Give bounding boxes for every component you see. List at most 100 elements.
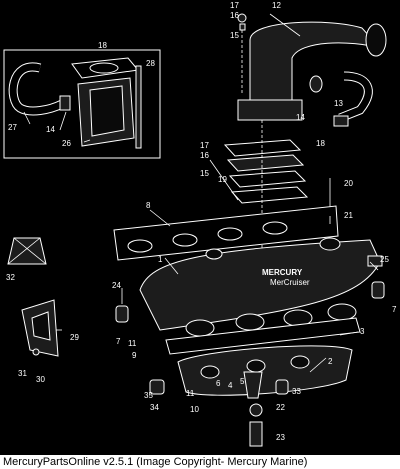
gasket-19 [228,170,307,188]
gasket-port-4 [262,221,288,235]
plug-33 [275,379,289,395]
exhaust-gasket-3 [165,317,361,355]
manifold-flange-2 [235,313,265,331]
fitting-23 [249,421,263,447]
callout-31: 31 [18,369,27,378]
hose-13-inner [338,72,372,122]
callout-33: 33 [292,387,301,396]
callout-24: 24 [112,281,121,290]
manifold-port-front [205,248,223,260]
water-jacket-2 [177,345,353,396]
elbow-flange [237,99,303,121]
jacket-port-2 [246,359,266,373]
callout-14-inset: 14 [46,125,55,134]
leader-12 [269,13,301,37]
hose-clamp-14-inset [59,95,71,111]
callout-5: 5 [240,377,245,386]
fitting-5 [243,371,263,399]
callout-1: 1 [158,255,163,264]
callout-32: 32 [6,273,15,282]
callout-28: 28 [146,59,155,68]
jacket-port-3 [290,355,310,369]
callout-18-inset: 18 [98,41,107,50]
callout-35: 35 [144,391,153,400]
callout-16-lower: 16 [200,151,209,160]
gasket-port-1 [127,239,153,253]
inset-gasket-hole [89,62,119,74]
elbow-hose-inner [9,63,64,115]
mercury-logo: MERCURY [262,268,303,277]
callout-3: 3 [360,327,365,336]
callout-11-lower: 11 [186,389,195,398]
callout-15-lower: 15 [200,169,209,178]
leader-25 [369,261,379,271]
callout-6: 6 [216,379,221,388]
inset-box [3,49,161,159]
spacer-plate [226,154,305,172]
arrestor-cross-2 [7,237,41,265]
callout-27: 27 [8,123,17,132]
callout-29: 29 [70,333,79,342]
leader-26 [83,139,91,143]
gasket-port-2 [172,233,198,247]
leader-14-inset [59,111,67,131]
gasket-18-upper [223,139,302,157]
leader-1 [164,257,179,275]
copyright-footer: MercuryPartsOnline v2.5.1 (Image Copyrig… [0,455,400,469]
flame-arrestor-32 [7,237,47,265]
callout-26: 26 [62,139,71,148]
riser-spacer-window [89,85,125,137]
leader-8 [149,209,171,227]
callout-8: 8 [146,201,151,210]
callout-19: 19 [218,175,227,184]
mercruiser-logo: MerCruiser [270,278,310,287]
callout-9: 9 [132,351,137,360]
gasket-port-3 [217,227,243,241]
callout-23: 23 [276,433,285,442]
callout-4: 4 [228,381,233,390]
arrestor-cross-1 [13,237,47,265]
gasket-18-lower [230,186,309,204]
callout-25: 25 [380,255,389,264]
callout-21: 21 [344,211,353,220]
callout-14-elbow: 14 [296,113,305,122]
bracket-29-opening [31,311,51,341]
jacket-port-1 [200,365,220,379]
stud-28 [135,65,142,149]
callout-34: 34 [150,403,159,412]
manifold-flange-1 [185,319,215,337]
washer-17 [237,13,247,23]
callout-30: 30 [36,375,45,384]
callout-12: 12 [272,1,281,10]
plug-22 [249,403,263,417]
screw-30 [32,348,40,356]
callout-17-lower: 17 [200,141,209,150]
callout-10: 10 [190,405,199,414]
callout-7-right: 7 [392,305,397,314]
callout-18-stack: 18 [316,139,325,148]
leader-2 [309,357,327,373]
plug-7-left [115,305,129,323]
callout-2: 2 [328,357,333,366]
nut-16 [239,23,246,31]
plug-34 [149,379,165,395]
callout-16-upper: 16 [230,11,239,20]
manifold-flange-4 [327,303,357,321]
manifold-port-rear [319,237,341,251]
callout-22: 22 [276,403,285,412]
elbow-outlet [365,23,387,57]
bolt-15-lower [209,159,239,201]
plug-7-right [371,281,385,299]
drain-plug-elbow [309,75,323,93]
leader-27 [23,111,31,125]
fitting-35 [367,255,383,267]
hose-clamp-14 [333,115,349,127]
leader-3 [339,331,359,336]
callout-17-upper: 17 [230,1,239,10]
callout-7-left: 7 [116,337,121,346]
callout-13: 13 [334,99,343,108]
callout-20: 20 [344,179,353,188]
callout-15-upper: 15 [230,31,239,40]
exhaust-elbow-12 [249,21,382,111]
